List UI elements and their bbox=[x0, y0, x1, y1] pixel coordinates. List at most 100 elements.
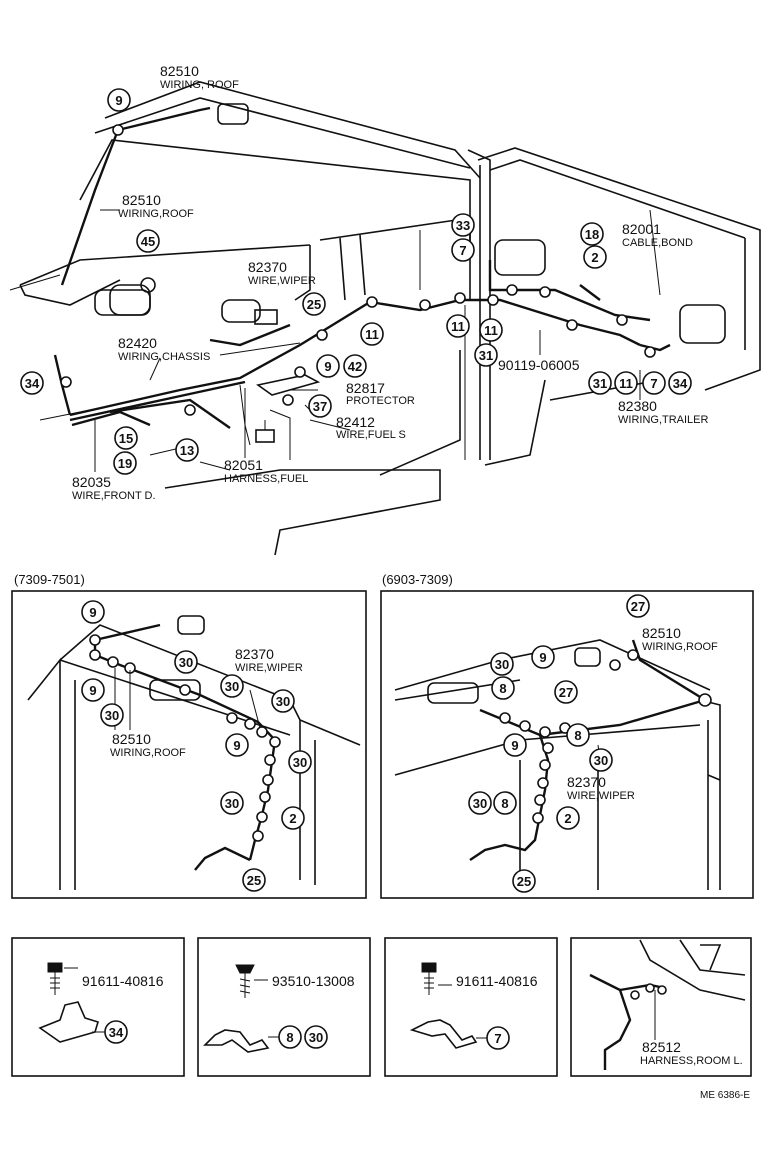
svg-text:9: 9 bbox=[89, 605, 96, 620]
callout: 8 bbox=[493, 791, 517, 815]
callout: 9 bbox=[316, 354, 340, 378]
svg-text:30: 30 bbox=[495, 657, 509, 672]
callout: 9 bbox=[81, 600, 105, 624]
wire-clamp-icon bbox=[203, 1029, 270, 1053]
svg-text:30: 30 bbox=[105, 708, 119, 723]
callout: 37 bbox=[308, 394, 332, 418]
svg-text:30: 30 bbox=[293, 755, 307, 770]
label-82817-num: 82817 bbox=[346, 380, 385, 396]
parts-box-2-part: 93510-13008 bbox=[272, 973, 355, 989]
svg-text:7: 7 bbox=[459, 243, 466, 258]
svg-text:45: 45 bbox=[141, 234, 155, 249]
parts-box-3 bbox=[384, 937, 558, 1077]
svg-text:8: 8 bbox=[501, 796, 508, 811]
inset-left-82370-desc: WIRE,WIPER bbox=[235, 662, 303, 674]
svg-text:30: 30 bbox=[473, 796, 487, 811]
label-82420-desc: WIRING,CHASSIS bbox=[118, 351, 210, 363]
callout: 8 bbox=[566, 723, 590, 747]
vehicle-body-outline bbox=[9, 81, 761, 556]
svg-text:11: 11 bbox=[365, 327, 379, 342]
wiring-clip-nodes bbox=[60, 124, 656, 416]
svg-text:9: 9 bbox=[511, 738, 518, 753]
svg-text:7: 7 bbox=[494, 1031, 501, 1046]
callout: 11 bbox=[360, 322, 384, 346]
callout: 31 bbox=[474, 343, 498, 367]
callout: 9 bbox=[107, 88, 131, 112]
callout: 45 bbox=[136, 229, 160, 253]
svg-text:30: 30 bbox=[276, 694, 290, 709]
svg-text:13: 13 bbox=[180, 443, 194, 458]
inset-left-frame bbox=[11, 590, 367, 899]
callout: 2 bbox=[556, 806, 580, 830]
label-82370-num: 82370 bbox=[248, 259, 287, 275]
label-82817-desc: PROTECTOR bbox=[346, 395, 415, 407]
bolt-icon bbox=[47, 962, 63, 995]
callout: 7 bbox=[486, 1026, 510, 1050]
svg-text:37: 37 bbox=[313, 399, 327, 414]
label-82035-num: 82035 bbox=[72, 474, 111, 490]
inset-left-drawing bbox=[27, 615, 361, 890]
label-82380-num: 82380 bbox=[618, 398, 657, 414]
callout: 9 bbox=[225, 733, 249, 757]
callout: 8 bbox=[278, 1025, 302, 1049]
room-lamp-harness-drawing bbox=[589, 939, 746, 1070]
inset-left-callouts: 9 9 30 30 30 30 9 30 30 2 25 bbox=[81, 600, 312, 892]
callout: 34 bbox=[668, 371, 692, 395]
svg-text:30: 30 bbox=[225, 796, 239, 811]
svg-text:8: 8 bbox=[574, 728, 581, 743]
svg-text:27: 27 bbox=[559, 685, 573, 700]
callout: 19 bbox=[113, 451, 137, 475]
inset-right-callouts: 27 30 9 8 27 9 8 30 30 8 2 25 bbox=[468, 594, 650, 893]
svg-text:25: 25 bbox=[307, 297, 321, 312]
svg-text:31: 31 bbox=[479, 348, 493, 363]
svg-text:9: 9 bbox=[539, 650, 546, 665]
main-leader-lines bbox=[94, 209, 661, 472]
parts-box-4 bbox=[570, 937, 752, 1077]
callout: 34 bbox=[20, 371, 44, 395]
parts-box-4-part: 82512 bbox=[642, 1039, 681, 1055]
inset-right-82370-desc: WIRE,WIPER bbox=[567, 790, 635, 802]
label-82420-num: 82420 bbox=[118, 335, 157, 351]
callout: 9 bbox=[531, 645, 555, 669]
inset-right-drawing bbox=[394, 639, 721, 890]
svg-text:11: 11 bbox=[451, 319, 465, 334]
callout: 42 bbox=[343, 354, 367, 378]
callout: 30 bbox=[271, 689, 295, 713]
callout: 30 bbox=[220, 674, 244, 698]
callout: 11 bbox=[614, 371, 638, 395]
label-82510a-desc: WIRING, ROOF bbox=[160, 79, 239, 91]
svg-text:8: 8 bbox=[499, 681, 506, 696]
callout: 30 bbox=[304, 1025, 328, 1049]
callout: 33 bbox=[451, 213, 475, 237]
label-bolt-code: 90119-06005 bbox=[498, 357, 580, 373]
callout: 30 bbox=[100, 703, 124, 727]
callout: 25 bbox=[302, 292, 326, 316]
svg-text:25: 25 bbox=[247, 873, 261, 888]
label-82001-num: 82001 bbox=[622, 221, 661, 237]
svg-text:30: 30 bbox=[225, 679, 239, 694]
bracket-clip-icon bbox=[38, 1001, 99, 1043]
callout: 7 bbox=[451, 238, 475, 262]
svg-text:19: 19 bbox=[118, 456, 132, 471]
svg-text:34: 34 bbox=[25, 376, 40, 391]
wiring-harness-main bbox=[53, 106, 671, 460]
svg-text:9: 9 bbox=[89, 683, 96, 698]
label-82051-desc: HARNESS,FUEL bbox=[224, 473, 308, 485]
callout: 30 bbox=[174, 650, 198, 674]
bolt-icon bbox=[421, 962, 437, 995]
svg-text:34: 34 bbox=[673, 376, 688, 391]
svg-text:42: 42 bbox=[348, 359, 362, 374]
callout: 30 bbox=[490, 652, 514, 676]
label-82510a-num: 82510 bbox=[160, 63, 199, 79]
parts-box-3-part: 91611-40816 bbox=[456, 973, 538, 989]
label-82035-desc: WIRE,FRONT D. bbox=[72, 490, 156, 502]
svg-text:27: 27 bbox=[631, 599, 645, 614]
svg-text:34: 34 bbox=[109, 1025, 124, 1040]
svg-text:30: 30 bbox=[309, 1030, 323, 1045]
svg-text:15: 15 bbox=[119, 431, 133, 446]
svg-text:31: 31 bbox=[593, 376, 607, 391]
callout: 9 bbox=[503, 733, 527, 757]
callout: 9 bbox=[81, 678, 105, 702]
callout: 13 bbox=[175, 438, 199, 462]
svg-text:18: 18 bbox=[585, 227, 599, 242]
